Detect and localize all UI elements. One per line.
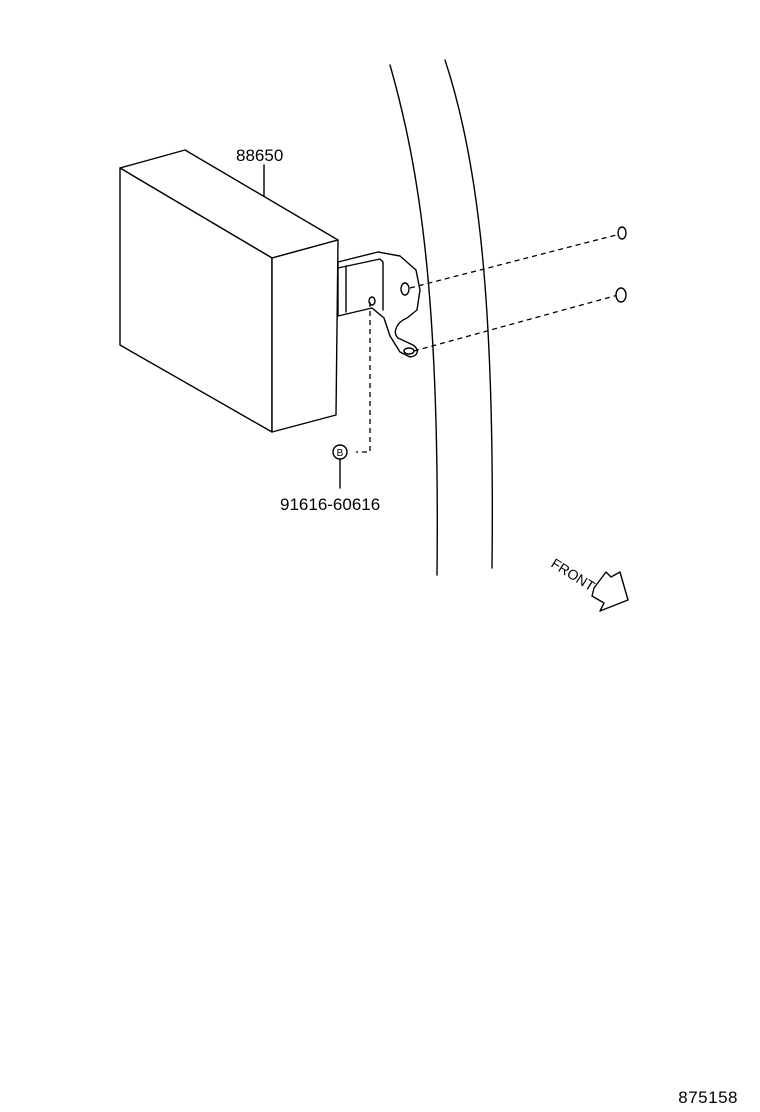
module-part-label: 88650 [236, 146, 283, 165]
mounting-bracket [337, 251, 421, 358]
body-pillar [389, 59, 494, 576]
hook-slot [403, 347, 415, 355]
bolt-callout: B [332, 444, 348, 489]
front-direction: FRONT [548, 555, 629, 612]
bolt-part-label: 91616-60616 [280, 495, 380, 514]
front-arrow-icon [591, 571, 629, 612]
attachment-lines [356, 233, 621, 453]
figure-number: 875158 [678, 1088, 738, 1107]
clip-lower [615, 287, 627, 303]
clips [615, 226, 627, 303]
module-box [119, 149, 339, 433]
bolt-callout-symbol: B [337, 448, 344, 459]
bracket-hole [400, 282, 410, 296]
clip-upper [617, 226, 627, 240]
front-label: FRONT [548, 555, 598, 594]
